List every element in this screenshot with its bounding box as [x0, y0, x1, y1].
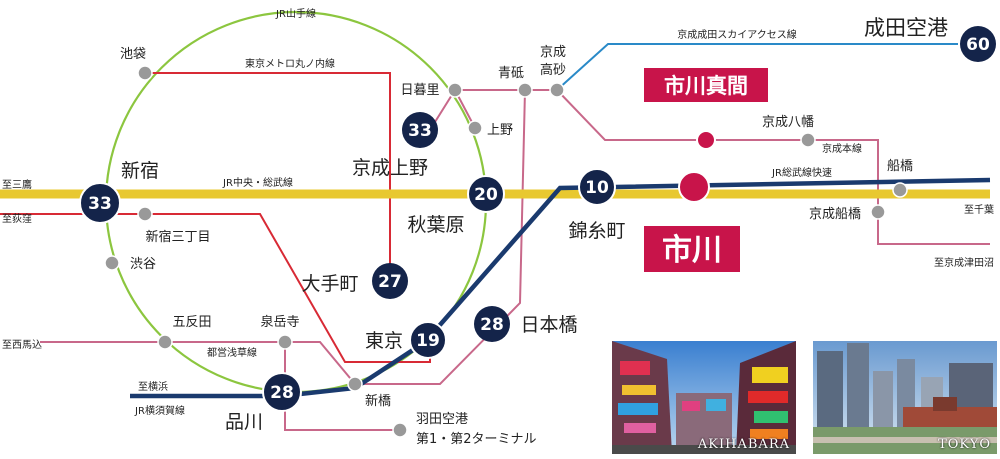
badge-tokyo: 19 [409, 321, 447, 359]
minutes-narita: 60 [966, 35, 990, 55]
line-label-sobu-rapid: JR総武線快速 [771, 166, 832, 179]
line-label-yamanote: JR山手線 [275, 7, 316, 20]
badge-nihonbashi: 28 [474, 306, 510, 342]
station-haneda-1: 羽田空港 [416, 412, 468, 427]
minutes-kinshicho: 10 [585, 178, 609, 198]
station-akihabara: 秋葉原 [407, 214, 464, 236]
station-dot-sengakuji [277, 334, 293, 350]
asakusa-line [40, 341, 356, 385]
station-narita: 成田空港 [864, 16, 948, 40]
station-nippori: 日暮里 [400, 83, 439, 98]
station-sengakuji: 泉岳寺 [260, 314, 299, 330]
label-box-ichikawa-mama: 市川真間 [644, 68, 768, 102]
station-keisei-funabashi: 京成船橋 [809, 207, 861, 222]
minutes-akihabara: 20 [474, 185, 498, 205]
minutes-otemachi: 27 [378, 272, 402, 292]
station-dot-keisei-yawata [800, 132, 816, 148]
station-ueno: 上野 [487, 123, 513, 138]
station-shinjuku-sanchome: 新宿三丁目 [145, 229, 210, 245]
station-dot-keisei-funabashi [870, 204, 886, 220]
minutes-shinagawa: 28 [270, 383, 294, 403]
station-ichikawa: 市川 [662, 233, 722, 268]
station-dot-haneda [392, 422, 408, 438]
station-otemachi: 大手町 [301, 273, 358, 295]
label-box-ichikawa: 市川 [644, 226, 740, 272]
station-haneda-2: 第1・第2ターミナル [416, 432, 537, 447]
station-dot-nippori [447, 82, 463, 98]
direction-mitaka: 至三鷹 [2, 178, 32, 191]
station-nihonbashi: 日本橋 [520, 314, 577, 336]
station-aoto: 青砥 [498, 66, 524, 81]
line-label-marunouchi: 東京メトロ丸ノ内線 [245, 57, 335, 70]
marunouchi-north [145, 72, 391, 281]
sobu-rapid-line [130, 177, 991, 399]
photo-tokyo: TOKYO [813, 341, 997, 454]
skyaccess-line [556, 43, 958, 91]
station-dot-ikebukuro [137, 65, 153, 81]
station-keisei-ueno: 京成上野 [352, 157, 428, 179]
minutes-keisei-ueno: 33 [408, 121, 432, 141]
direction-tsudanuma: 至京成津田沼 [934, 256, 994, 269]
station-dot-ueno [467, 120, 483, 136]
line-label-keisei-main: 京成本線 [822, 142, 862, 155]
station-shibuya: 渋谷 [130, 257, 156, 272]
line-label-yokosuka: JR横須賀線 [134, 404, 185, 417]
akihabara-image [612, 341, 796, 454]
badge-shinagawa: 28 [262, 372, 302, 412]
badge-kinshicho: 10 [578, 168, 616, 206]
station-shinjuku: 新宿 [121, 160, 159, 182]
station-dot-aoto [517, 82, 533, 98]
station-shimbashi: 新橋 [365, 393, 391, 409]
station-dot-funabashi [892, 182, 908, 198]
direction-yokohama: 至横浜 [138, 380, 168, 393]
photo-caption-tokyo: TOKYO [938, 437, 991, 452]
station-ichikawa-mama: 市川真間 [664, 74, 748, 98]
station-takasago-1: 京成 [540, 45, 566, 60]
station-funabashi: 船橋 [887, 159, 913, 174]
direction-ogikubo: 至荻窪 [2, 212, 32, 225]
station-takasago-2: 高砂 [540, 62, 566, 78]
tokyo-image [813, 341, 997, 454]
station-dot-shimbashi [347, 376, 363, 392]
station-tokyo: 東京 [365, 330, 403, 352]
badge-akihabara: 20 [467, 175, 505, 213]
station-dot-takasago [549, 82, 565, 98]
minutes-tokyo: 19 [416, 331, 440, 351]
marunouchi-south [0, 213, 431, 363]
line-label-skyaccess: 京成成田スカイアクセス線 [677, 28, 797, 41]
badge-shinjuku: 33 [79, 182, 121, 224]
badge-keisei-ueno: 33 [402, 112, 438, 148]
line-label-asakusa: 都営浅草線 [207, 346, 257, 359]
direction-nishimagome: 至西馬込 [2, 339, 42, 351]
station-dot-shibuya [104, 255, 120, 271]
station-gotanda: 五反田 [172, 315, 211, 330]
photo-akihabara: AKIHABARA [612, 341, 796, 454]
badge-otemachi: 27 [372, 263, 408, 299]
badge-narita: 60 [960, 26, 996, 62]
photo-caption-akihabara: AKIHABARA [697, 437, 790, 452]
haneda-branch [284, 342, 400, 431]
keisei-main-line [556, 89, 990, 245]
minutes-nihonbashi: 28 [480, 315, 504, 335]
station-kinshicho: 錦糸町 [568, 220, 625, 242]
direction-chiba: 至千葉 [964, 203, 994, 216]
station-dot-gotanda [157, 334, 173, 350]
station-dot-shinjuku-sanchome [137, 206, 153, 222]
station-shinagawa: 品川 [225, 411, 263, 433]
line-label-chuo: JR中央・総武線 [222, 176, 293, 189]
station-keisei-yawata: 京成八幡 [762, 115, 814, 130]
minutes-shinjuku: 33 [88, 194, 112, 214]
station-dot-ichikawa-mama [696, 130, 716, 150]
station-dot-ichikawa [678, 171, 710, 203]
station-ikebukuro: 池袋 [120, 47, 146, 62]
